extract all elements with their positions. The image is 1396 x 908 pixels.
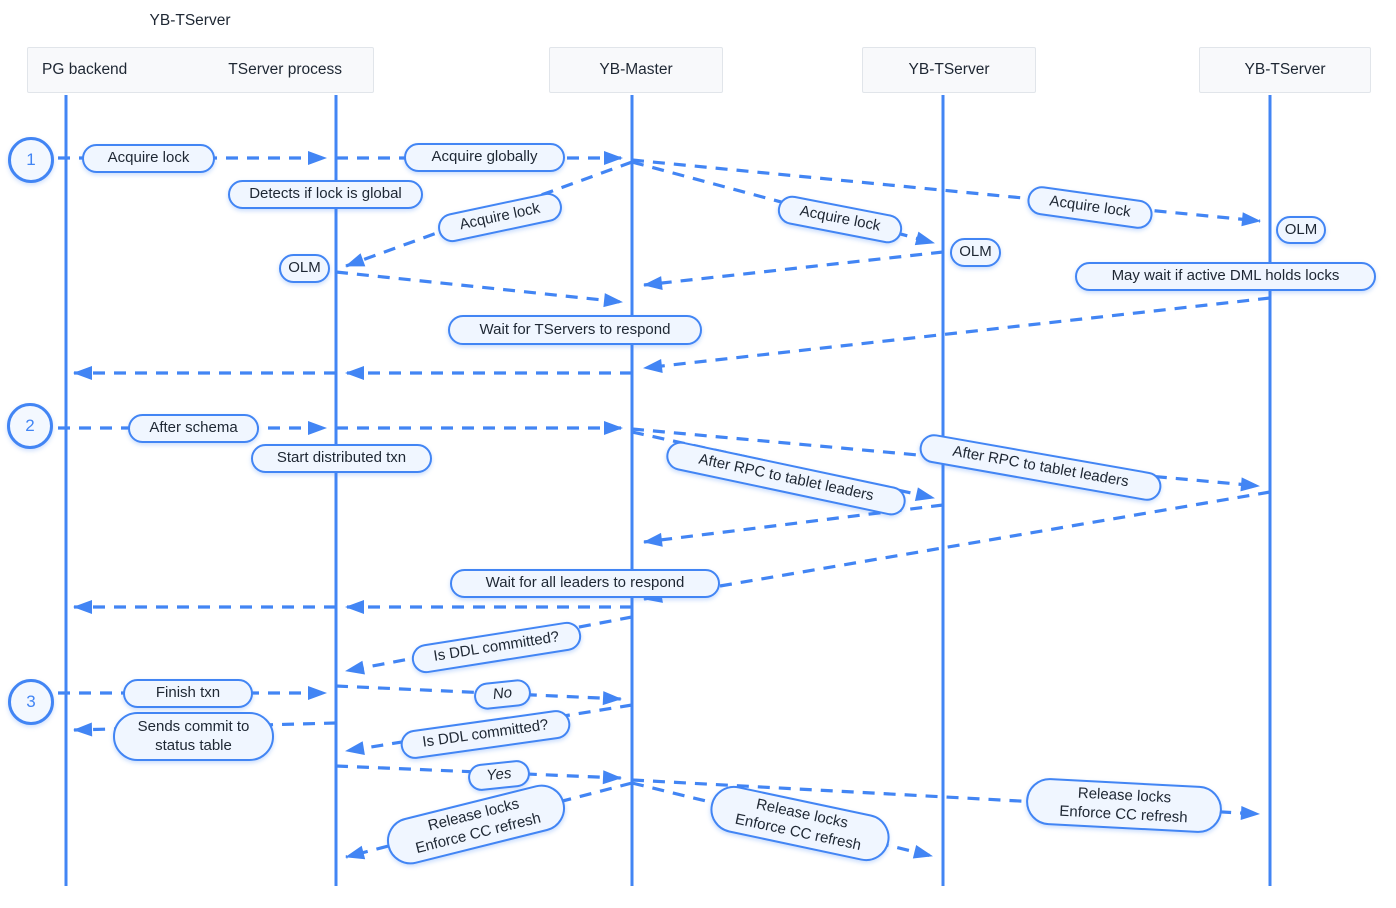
arrow-ts2-leader-reply [643, 490, 1271, 603]
participant-box-yb-tserver-1: YB-TServer [862, 47, 1036, 93]
pill-olm-ts2: OLM [1276, 216, 1326, 244]
participant-box-yb-master: YB-Master [549, 47, 723, 93]
participant-box-tserver-group: PG backend TServer process [27, 47, 374, 93]
pill-detects-if-lock-global: Detects if lock is global [228, 180, 423, 209]
arrow-ts2-reply [643, 296, 1271, 373]
pill-after-schema: After schema [128, 414, 259, 443]
arrow-master-to-ts2-olm [631, 158, 1261, 227]
group-label: YB-TServer [149, 12, 231, 29]
pill-may-wait-active-dml: May wait if active DML holds locks [1075, 262, 1376, 291]
pill-acquire-globally: Acquire globally [404, 143, 565, 172]
pill-sends-commit-status-table: Sends commit to status table [113, 712, 274, 761]
arrow-tsproc-olm-reply [335, 270, 623, 308]
pill-start-distributed-txn: Start distributed txn [251, 444, 432, 473]
step-circle-1: 1 [8, 137, 54, 183]
participant-box-yb-tserver-2: YB-TServer [1199, 47, 1371, 93]
step-circle-3: 3 [8, 679, 54, 725]
arrow-is-ddl-committed-1 [345, 615, 633, 675]
arrow-is-ddl-committed-2 [345, 703, 633, 756]
lifelines [64, 95, 1272, 886]
arrow-no-reply [335, 684, 622, 706]
pill-finish-txn: Finish txn [123, 679, 253, 708]
arrow-ts1-olm-reply [643, 250, 944, 290]
pill-wait-all-leaders: Wait for all leaders to respond [450, 569, 720, 598]
step-circle-2: 2 [7, 403, 53, 449]
arrow-yes-reply [335, 764, 622, 785]
participant-pg-backend: PG backend [42, 61, 128, 78]
pill-wait-tservers-respond: Wait for TServers to respond [448, 315, 702, 345]
participant-tserver-process: TServer process [228, 61, 342, 78]
pill-olm-ts1: OLM [950, 238, 1001, 267]
pill-acquire-lock: Acquire lock [82, 144, 215, 173]
pill-olm-tsproc: OLM [279, 254, 330, 283]
